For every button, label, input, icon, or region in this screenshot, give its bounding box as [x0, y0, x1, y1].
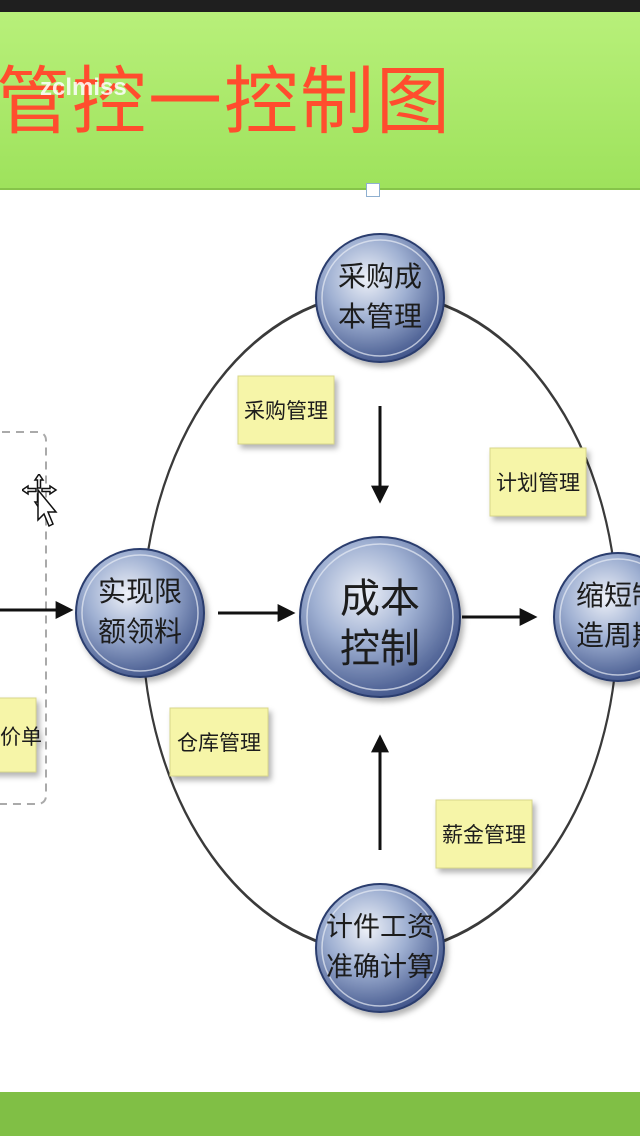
note-warehouse: 仓库管理 [169, 707, 269, 777]
note-salary-text: 薪金管理 [442, 823, 526, 847]
slide-title: 管控一控制图 [0, 59, 452, 145]
node-left-line2: 额领料 [98, 615, 182, 648]
move-cursor-icon [22, 474, 58, 528]
note-purchase: 采购管理 [237, 375, 335, 445]
note-warehouse-text: 仓库管理 [177, 731, 261, 755]
note-left-partial-text: 价单 [0, 725, 42, 749]
node-bottom-line1: 计件工资 [326, 912, 434, 943]
node-right: 缩短制 造周期 [553, 552, 640, 682]
node-center: 成本 控制 [299, 536, 461, 698]
note-salary: 薪金管理 [435, 799, 533, 869]
node-center-line1: 成本 [340, 576, 420, 622]
note-left-partial: 价单 [0, 697, 42, 773]
node-top-line2: 本管理 [338, 300, 422, 333]
node-top-line1: 采购成 [338, 260, 422, 293]
title-banner: 管控一控制图 zclmiss [0, 12, 640, 190]
node-bottom: 计件工资 准确计算 [315, 883, 445, 1013]
node-top: 采购成 本管理 [315, 233, 445, 363]
bottom-bar [0, 1092, 640, 1136]
dashed-selection-box [0, 431, 47, 805]
control-diagram: 采购成 本管理 实现限 额领料 成本 控制 缩短制 造周期 计件工资 准确计算 … [0, 233, 640, 1013]
note-purchase-text: 采购管理 [244, 399, 328, 423]
watermark: zclmiss [40, 74, 127, 101]
note-plan: 计划管理 [489, 447, 587, 517]
node-bottom-line2: 准确计算 [326, 952, 434, 983]
note-plan-text: 计划管理 [496, 471, 580, 495]
top-strip [0, 0, 640, 12]
node-center-line2: 控制 [340, 626, 420, 672]
node-right-line2: 造周期 [576, 619, 640, 652]
resize-handle[interactable] [366, 183, 380, 197]
node-left-line1: 实现限 [98, 575, 182, 608]
node-left: 实现限 额领料 [75, 548, 205, 678]
node-right-line1: 缩短制 [576, 579, 640, 612]
